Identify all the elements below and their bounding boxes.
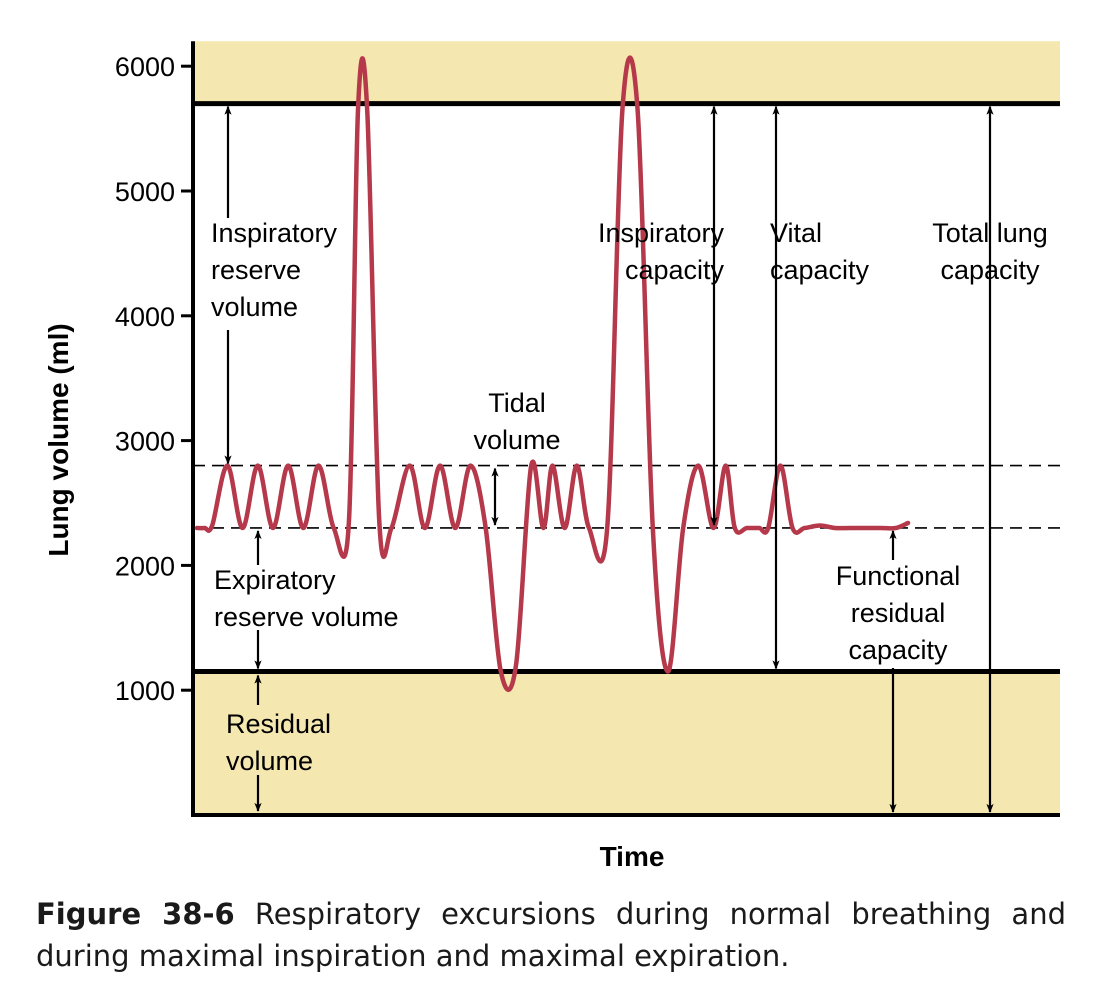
label-frc-line-1: Functional [836,561,961,591]
y-tick-label-1000: 1000 [115,676,175,706]
label-irv: Inspiratory reserve volume [211,218,338,322]
label-total-lung-capacity-line-1: Total lung [932,218,1048,248]
figure-label: Figure 38-6 [36,897,235,931]
arrows-layer [224,105,994,813]
figure-caption-text: Respiratory excursions during normal bre… [36,897,1066,973]
label-tidal-volume-line-2: volume [473,425,560,455]
label-vital-capacity-line-2: capacity [770,255,870,285]
label-total-lung-capacity-line-2: capacity [940,255,1040,285]
label-erv: Expiratory reserve volume [214,565,399,632]
label-erv-line-2: reserve volume [214,602,399,632]
label-inspiratory-capacity: Inspiratory capacity [598,218,725,285]
label-vital-capacity: Vital capacity [770,218,870,285]
y-tick-label-5000: 5000 [115,177,175,207]
label-irv-line-3: volume [211,292,298,322]
y-axis-title: Lung volume (ml) [43,323,74,556]
reference-lines-layer [193,101,1060,674]
label-rv: Residual volume [226,709,331,776]
label-total-lung-capacity: Total lung capacity [932,218,1048,285]
label-rv-line-1: Residual [226,709,331,739]
label-frc: Functional residual capacity [836,561,961,665]
y-tick-label-3000: 3000 [115,427,175,457]
label-irv-line-1: Inspiratory [211,218,338,248]
figure-caption: Figure 38-6 Respiratory excursions durin… [36,893,1066,977]
label-inspiratory-capacity-line-2: capacity [625,255,725,285]
bands-layer [193,41,1060,815]
volume-trace [194,55,911,692]
label-erv-line-1: Expiratory [214,565,336,595]
label-frc-line-2: residual [851,598,946,628]
label-rv-line-2: volume [226,746,313,776]
y-tick-label-2000: 2000 [115,551,175,581]
label-inspiratory-capacity-line-1: Inspiratory [598,218,725,248]
label-tidal-volume: Tidal volume [473,388,560,455]
label-frc-line-3: capacity [848,635,948,665]
label-irv-line-2: reserve [211,255,301,285]
x-axis-title: Time [600,841,665,872]
y-tick-label-6000: 6000 [115,52,175,82]
trace-layer [194,55,911,692]
band-residual [193,671,1060,815]
y-tick-label-4000: 4000 [115,302,175,332]
label-tidal-volume-line-1: Tidal [488,388,546,418]
label-vital-capacity-line-1: Vital [770,218,822,248]
